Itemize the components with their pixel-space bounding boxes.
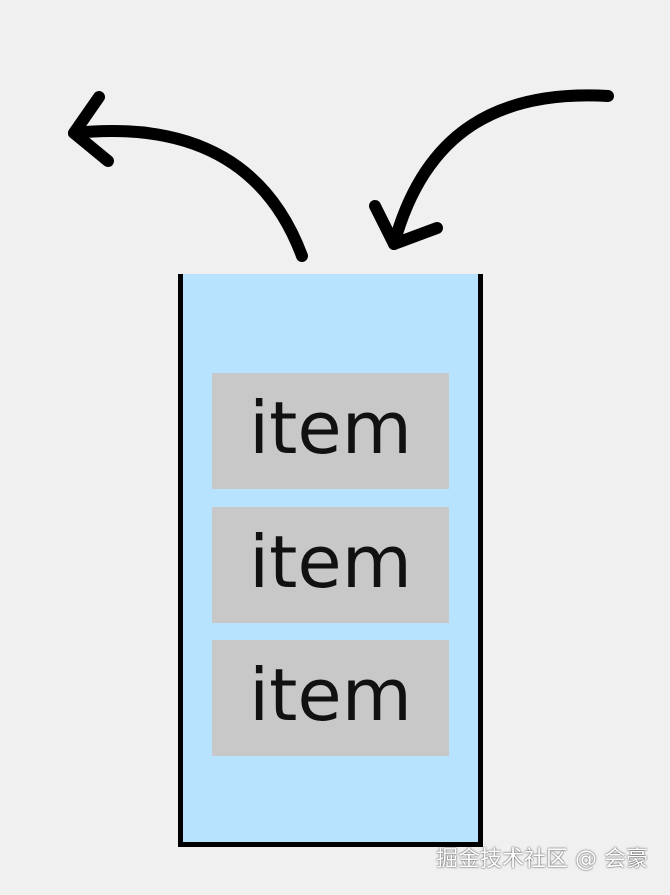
push-arrow-head xyxy=(369,200,443,250)
watermark: 掘金技术社区 @ 会豪 xyxy=(436,847,648,872)
pop-arrow-head xyxy=(68,91,114,167)
stack-item: item xyxy=(212,507,449,623)
push-arrow xyxy=(369,89,614,250)
stack-item: item xyxy=(212,373,449,489)
push-arrow-shaft xyxy=(388,89,614,250)
pop-arrow xyxy=(68,91,308,262)
pop-arrow-shaft xyxy=(68,124,308,262)
stack-item: item xyxy=(212,640,449,756)
